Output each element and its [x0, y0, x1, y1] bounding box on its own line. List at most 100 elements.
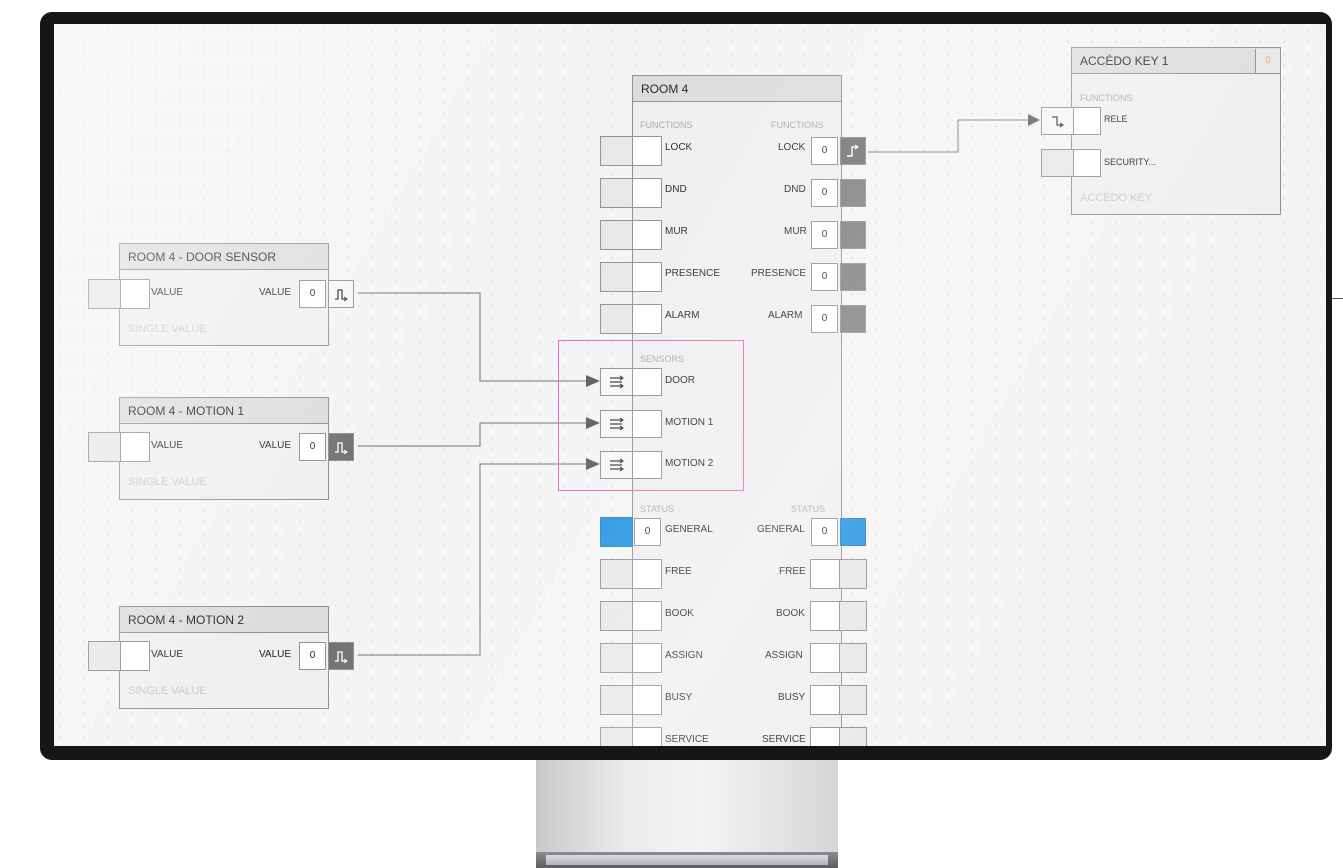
lock-input-port[interactable]	[600, 136, 633, 166]
connection-wires	[358, 114, 1040, 656]
motion2-sensor-slot[interactable]	[632, 451, 662, 479]
motion1-value[interactable]: 0	[299, 433, 326, 461]
motion1-sensor-label: MOTION 1	[665, 417, 714, 428]
free-out-label: FREE	[779, 566, 806, 577]
room4-title[interactable]: ROOM 4	[633, 76, 841, 102]
assign-input-slot[interactable]	[632, 643, 662, 673]
busy-output-slot[interactable]	[810, 685, 840, 715]
service-output-slot[interactable]	[810, 727, 840, 746]
service-input-slot[interactable]	[632, 727, 662, 746]
motion1-title[interactable]: ROOM 4 - MOTION 1	[120, 398, 328, 424]
assign-output-port[interactable]	[839, 643, 867, 673]
motion1-node-input-slot[interactable]	[120, 432, 150, 462]
presence-input-slot[interactable]	[632, 262, 662, 292]
door-sensor-title[interactable]: ROOM 4 - DOOR SENSOR	[120, 244, 328, 270]
general-input-port[interactable]	[600, 517, 633, 547]
motion2-sensor-input-port[interactable]	[600, 451, 633, 479]
door-sensor-value[interactable]: 0	[299, 280, 326, 308]
assign-output-slot[interactable]	[810, 643, 840, 673]
arrows-in-icon	[609, 375, 624, 389]
motion2-node-input-port[interactable]	[88, 641, 121, 671]
dnd-in-label: DND	[665, 184, 687, 195]
arrows-in-icon	[609, 417, 624, 431]
motion2-value[interactable]: 0	[299, 642, 326, 670]
rele-input-slot[interactable]	[1073, 107, 1101, 135]
wire-arrow-door	[586, 375, 600, 387]
assign-input-port[interactable]	[600, 643, 633, 673]
wire-lock-to-rele	[868, 119, 1030, 153]
wire-arrow-motion1	[586, 417, 600, 429]
alarm-in-label: ALARM	[665, 310, 700, 321]
mur-value[interactable]: 0	[811, 221, 838, 249]
lock-input-slot[interactable]	[632, 136, 662, 166]
busy-output-port[interactable]	[839, 685, 867, 715]
lock-value[interactable]: 0	[811, 137, 838, 165]
dnd-output-port[interactable]	[840, 179, 866, 207]
door-sensor-node-input-port[interactable]	[88, 279, 121, 309]
door-sensor-node[interactable]: ROOM 4 - DOOR SENSOR	[119, 243, 329, 346]
room4-node[interactable]: ROOM 4	[632, 75, 842, 746]
alarm-input-port[interactable]	[600, 304, 633, 334]
security-input-slot[interactable]	[1073, 149, 1101, 177]
lock-output-port[interactable]	[840, 137, 866, 165]
motion1-sensor-slot[interactable]	[632, 410, 662, 438]
door-sensor-output-port[interactable]	[328, 280, 354, 308]
free-output-slot[interactable]	[810, 559, 840, 589]
alarm-output-port[interactable]	[840, 305, 866, 333]
alarm-out-label: ALARM	[768, 310, 803, 321]
door-sensor-footer: SINGLE VALUE	[128, 323, 207, 335]
presence-input-port[interactable]	[600, 262, 633, 292]
general-output-port[interactable]	[840, 518, 866, 546]
motion1-in-label: VALUE	[151, 440, 184, 451]
room4-sensors-label: SENSORS	[640, 354, 685, 364]
mur-output-port[interactable]	[840, 221, 866, 249]
assign-out-label: ASSIGN	[765, 650, 803, 661]
motion2-in-label: VALUE	[151, 649, 184, 660]
general-in-value[interactable]: 0	[634, 518, 661, 546]
alarm-value[interactable]: 0	[811, 305, 838, 333]
busy-input-port[interactable]	[600, 685, 633, 715]
presence-output-port[interactable]	[840, 263, 866, 291]
alarm-input-slot[interactable]	[632, 304, 662, 334]
door-sensor-in-label: VALUE	[151, 287, 184, 298]
busy-input-slot[interactable]	[632, 685, 662, 715]
book-output-slot[interactable]	[810, 601, 840, 631]
service-output-port[interactable]	[839, 727, 867, 746]
door-sensor-node-input-slot[interactable]	[120, 279, 150, 309]
dnd-value[interactable]: 0	[811, 179, 838, 207]
motion1-node[interactable]: ROOM 4 - MOTION 1	[119, 397, 329, 500]
step-down-icon	[1051, 116, 1064, 128]
accedo-key-node[interactable]: ACCÉDO KEY 1 0	[1071, 47, 1281, 215]
door-sensor-slot[interactable]	[632, 368, 662, 396]
book-input-slot[interactable]	[632, 601, 662, 631]
motion1-node-input-port[interactable]	[88, 432, 121, 462]
general-out-label: GENERAL	[757, 524, 805, 535]
motion2-node-input-slot[interactable]	[120, 641, 150, 671]
arrows-in-icon	[609, 458, 624, 472]
rele-input-port[interactable]	[1041, 107, 1074, 135]
room4-functions-right-label: FUNCTIONS	[771, 120, 824, 130]
free-input-slot[interactable]	[632, 559, 662, 589]
general-out-value[interactable]: 0	[811, 518, 838, 546]
door-sensor-input-port[interactable]	[600, 368, 633, 396]
book-output-port[interactable]	[839, 601, 867, 631]
dnd-input-port[interactable]	[600, 178, 633, 208]
mur-input-slot[interactable]	[632, 220, 662, 250]
mur-input-port[interactable]	[600, 220, 633, 250]
rele-label: RELE	[1104, 114, 1128, 124]
free-output-port[interactable]	[839, 559, 867, 589]
free-input-port[interactable]	[600, 559, 633, 589]
motion1-output-port[interactable]	[328, 433, 354, 461]
dnd-input-slot[interactable]	[632, 178, 662, 208]
book-input-port[interactable]	[600, 601, 633, 631]
node-editor-canvas[interactable]: ROOM 4 FUNCTIONS FUNCTIONS LOCK LOCK 0 D…	[54, 24, 1326, 746]
accedo-key-title[interactable]: ACCÉDO KEY 1	[1072, 48, 1280, 74]
motion2-title[interactable]: ROOM 4 - MOTION 2	[120, 607, 328, 633]
book-in-label: BOOK	[665, 608, 694, 619]
motion2-output-port[interactable]	[328, 642, 354, 670]
security-input-port[interactable]	[1041, 149, 1074, 177]
service-input-port[interactable]	[600, 727, 633, 746]
presence-in-label: PRESENCE	[665, 268, 721, 279]
accedo-key-badge: 0	[1255, 49, 1280, 73]
presence-value[interactable]: 0	[811, 263, 838, 291]
